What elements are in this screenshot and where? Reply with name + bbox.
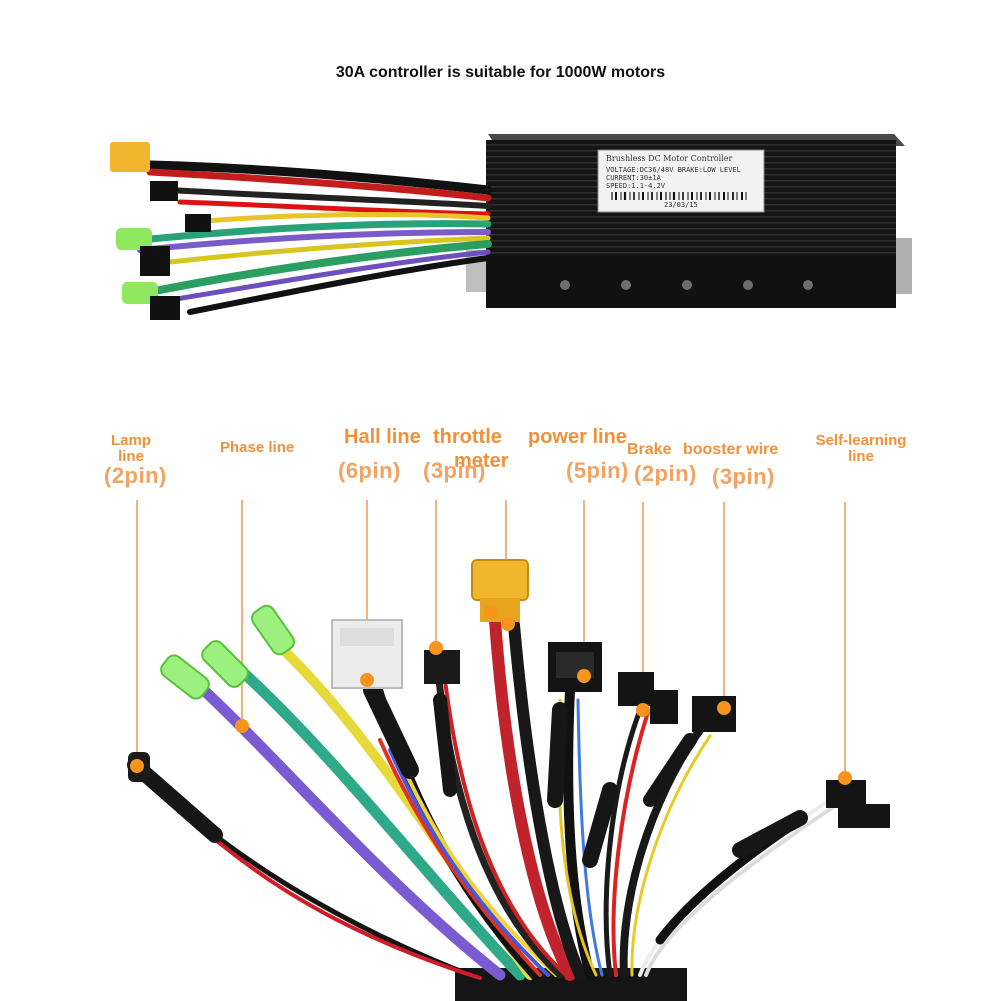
pointer-dots <box>130 605 852 785</box>
screw <box>682 280 692 290</box>
booster-wire-pins: (3pin) <box>712 464 775 489</box>
label-line: VOLTAGE:DC36/48V BRAKE:LOW LEVEL <box>606 166 741 174</box>
plug-connector <box>150 296 180 320</box>
screw <box>621 280 631 290</box>
product-label <box>597 149 765 213</box>
throttle-connector <box>424 650 460 684</box>
label-line: CURRENT:30±1A <box>606 174 661 182</box>
power-xt60-connector <box>471 559 529 622</box>
self-learning-connector <box>826 780 890 828</box>
brake-pins: (2pin) <box>634 461 697 486</box>
plug-connector <box>185 214 211 232</box>
screw <box>560 280 570 290</box>
hall-line-pins: (6pin) <box>338 458 401 483</box>
screw <box>743 280 753 290</box>
page-title: 30A controller is suitable for 1000W mot… <box>335 64 666 81</box>
xt60-connector <box>110 142 150 172</box>
booster-connector <box>692 696 736 732</box>
bullet-connector <box>116 228 152 250</box>
controller-box <box>486 134 905 308</box>
bullet-connector <box>122 282 158 304</box>
meter-label: meter <box>454 450 509 472</box>
phase-bullet-connectors <box>160 604 296 700</box>
label-date: 23/03/15 <box>664 201 698 209</box>
meter-pins: (5pin) <box>566 458 629 483</box>
wire-bundle-top <box>136 160 493 315</box>
lamp-line-label: Lamp line <box>110 432 151 465</box>
barcode <box>611 192 747 200</box>
hall-line-label: Hall line <box>344 426 421 448</box>
label-line: SPEED:1.1-4.2V <box>606 182 666 190</box>
meter-connector <box>548 642 602 692</box>
power-line-label: power line <box>528 426 627 448</box>
throttle-pins: (3pin) <box>423 458 486 483</box>
lamp-line-pins: (2pin) <box>104 463 167 488</box>
screw <box>803 280 813 290</box>
self-learning-line-label: Self-learning line <box>815 432 907 465</box>
brake-label: Brake <box>627 441 672 458</box>
throttle-label: throttle <box>433 426 502 448</box>
phase-line-label: Phase line <box>220 439 295 456</box>
plug-connector <box>150 181 178 201</box>
wire-bundle-bottom <box>137 614 834 981</box>
brake-connector <box>618 672 678 724</box>
label-heading: Brushless DC Motor Controller <box>606 154 733 163</box>
hall-connector <box>140 246 170 276</box>
booster-wire-label: booster wire <box>683 441 779 458</box>
